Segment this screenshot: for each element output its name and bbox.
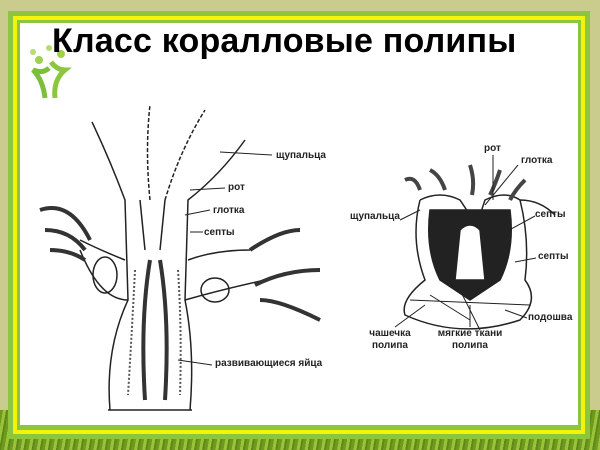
tree-people-logo	[30, 45, 72, 99]
label-right-septa-1: септы	[535, 209, 566, 220]
label-right-septa-2: септы	[538, 251, 569, 262]
label-right-cup-line2: полипа	[371, 340, 408, 351]
label-right-pharynx: глотка	[521, 155, 553, 166]
slide-title: Класс коралловые полипы	[52, 22, 517, 60]
cross-section-polyp-illustration	[394, 155, 556, 331]
label-right-tentacles: щупальца	[350, 211, 400, 222]
label-right-soft-line1: мягкие ткани	[437, 328, 503, 339]
label-left-pharynx: глотка	[213, 205, 245, 216]
label-right-cup-line1: чашечка	[369, 328, 411, 339]
colony-polyp-illustration	[39, 104, 321, 411]
label-right-mouth: рот	[484, 143, 501, 154]
label-right-sole: подошва	[528, 312, 573, 323]
label-left-eggs: развивающиеся яйца	[215, 358, 323, 369]
label-left-mouth: рот	[228, 182, 245, 193]
label-left-septa: септы	[204, 227, 235, 238]
label-left-tentacles: щупальца	[276, 150, 326, 161]
label-right-soft-tissue: мягкие ткани полипа	[430, 328, 510, 352]
label-right-soft-line2: полипа	[451, 340, 488, 351]
label-right-cup: чашечка полипа	[362, 328, 418, 352]
